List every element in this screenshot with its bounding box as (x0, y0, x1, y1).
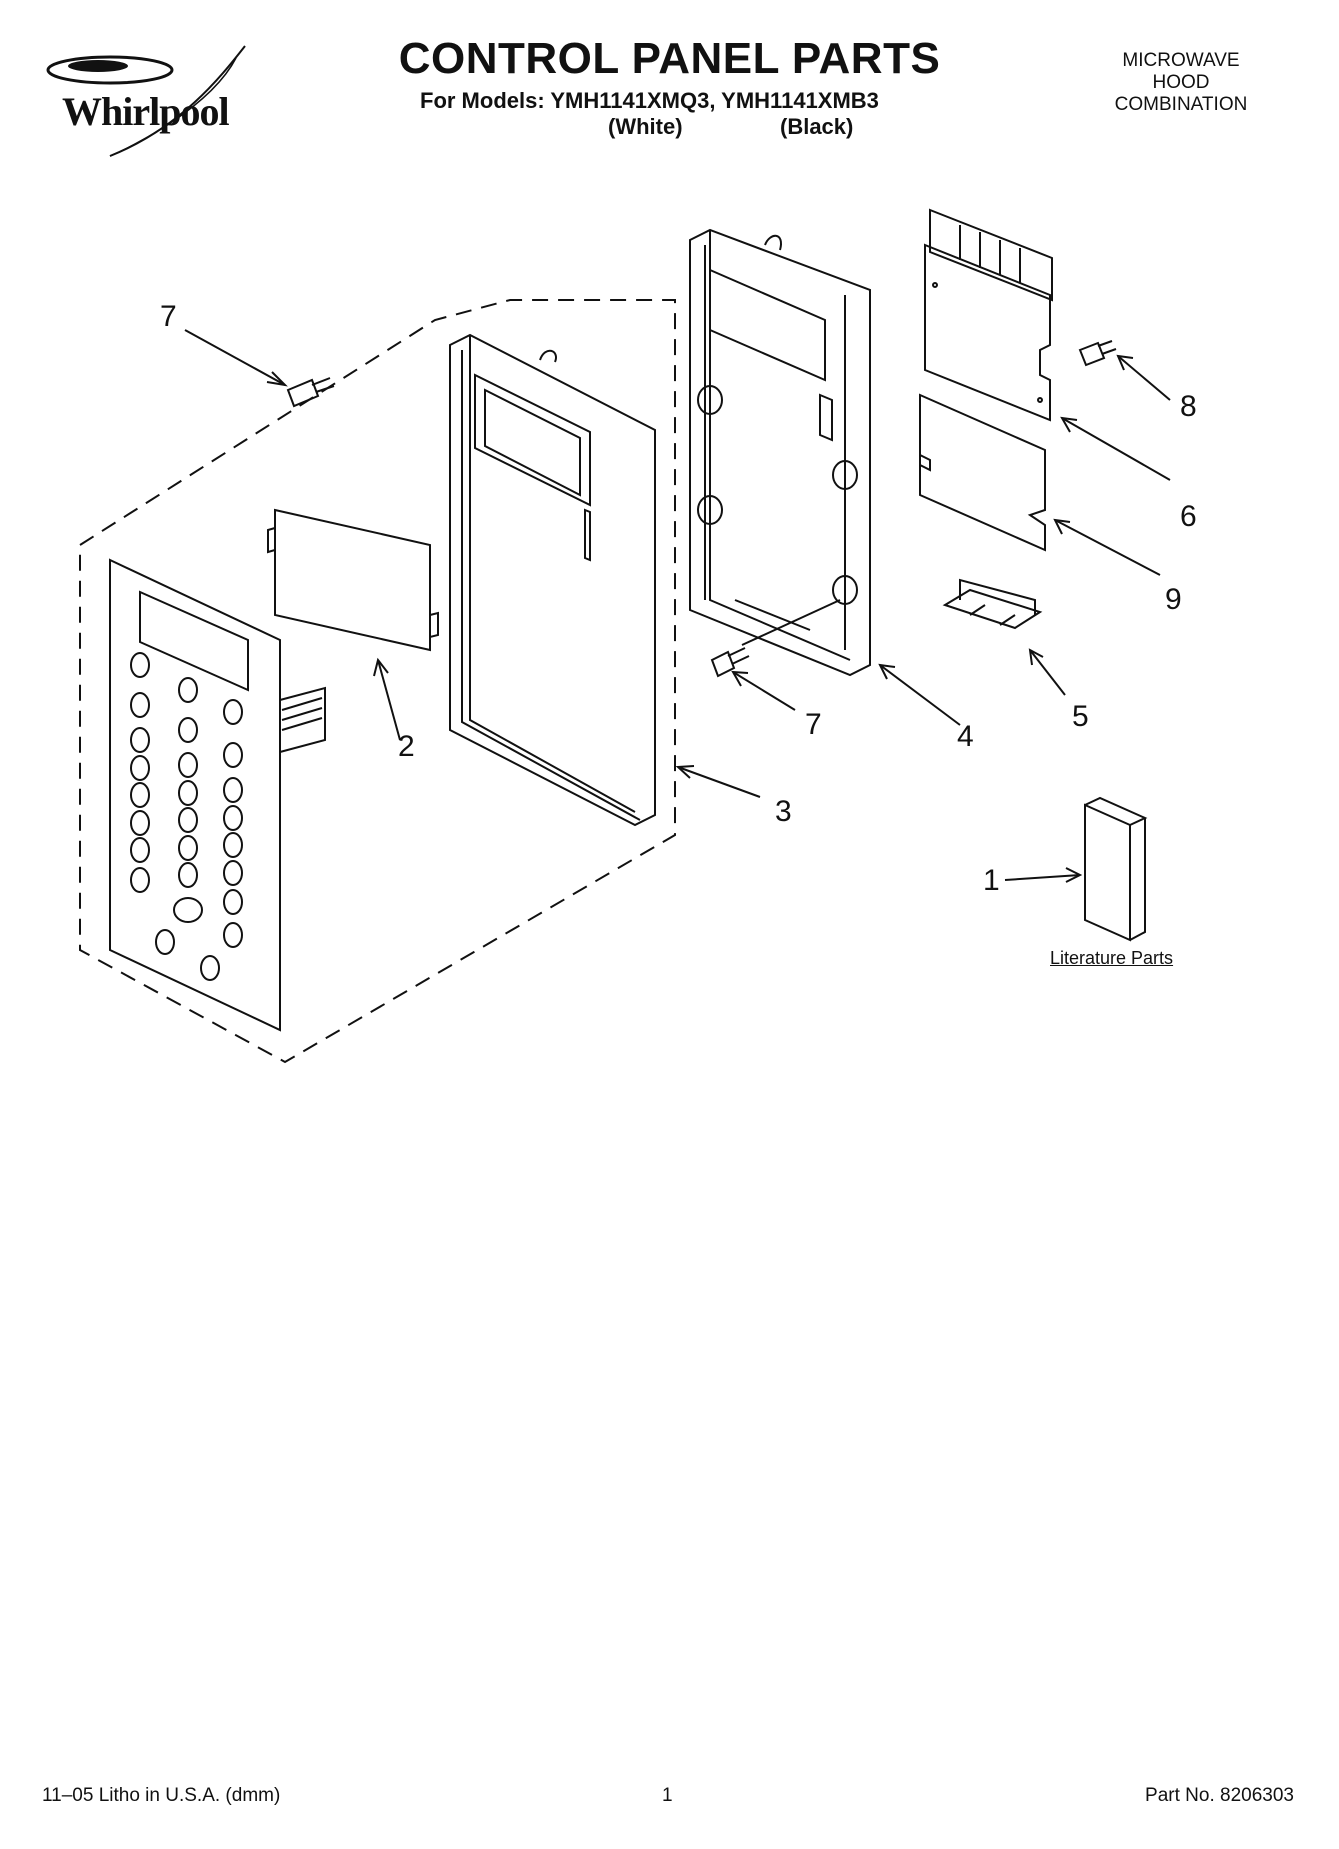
footer-litho: 11–05 Litho in U.S.A. (dmm) (42, 1785, 281, 1806)
control-housing (689, 228, 871, 677)
callout-leader (1004, 874, 1081, 881)
callout-leader (677, 766, 761, 798)
control-panel-frame (449, 333, 656, 827)
callout-3: 3 (775, 795, 792, 828)
category-line: COMBINATION (1114, 94, 1248, 115)
insulator-sheet (919, 393, 1046, 552)
callout-7-right: 7 (805, 708, 822, 741)
callout-leader (1029, 649, 1066, 696)
callout-leader (184, 329, 286, 386)
part-number: Part No. 8206303 (1145, 1785, 1294, 1806)
callout-9: 9 (1165, 583, 1182, 616)
callout-leader (377, 659, 401, 741)
page-title: CONTROL PANEL PARTS (398, 34, 941, 83)
arrowhead (878, 663, 896, 680)
screw-icon (1078, 340, 1117, 367)
callout-8: 8 (1180, 390, 1197, 423)
callout-leader (1117, 355, 1171, 401)
variant-white: (White) (608, 114, 683, 139)
arrowhead (731, 670, 749, 687)
callout-leader (732, 671, 796, 711)
callout-1: 1 (983, 864, 1000, 897)
page-title-block: CONTROL PANEL PARTS (0, 34, 1339, 84)
callout-4: 4 (957, 720, 974, 753)
arrowhead (1053, 518, 1071, 535)
arrowhead (675, 765, 695, 779)
callout-6: 6 (1180, 500, 1197, 533)
appliance-category: MICROWAVE HOOD COMBINATION (1081, 50, 1281, 116)
arrowhead (1116, 354, 1134, 371)
control-board (924, 208, 1053, 422)
callout-2: 2 (398, 730, 415, 763)
bracket (942, 578, 1043, 630)
logo-swirl-icon (46, 45, 246, 157)
assembly-outline (79, 299, 676, 1064)
callout-leader (879, 664, 961, 726)
screw-icon (286, 377, 335, 408)
callout-leader (1054, 519, 1161, 576)
literature-parts-label: Literature Parts (1050, 948, 1174, 968)
window-lens (274, 508, 431, 652)
models-line: For Models: YMH1141XMQ3, YMH1141XMB3 (420, 88, 879, 113)
screw-icon (710, 647, 750, 678)
whirlpool-logo: Whirlpool (40, 38, 280, 178)
arrowhead (373, 657, 389, 677)
brand-name: Whirlpool (62, 89, 230, 134)
arrowhead (1065, 867, 1083, 883)
arrowhead (1028, 648, 1044, 666)
category-line: HOOD (1152, 72, 1210, 93)
page-number: 1 (662, 1785, 673, 1806)
arrowhead (1060, 416, 1078, 433)
variant-black: (Black) (780, 114, 854, 139)
literature-booklet (1084, 796, 1148, 942)
callout-7-left: 7 (160, 300, 177, 333)
keypad-overlay (109, 558, 326, 1032)
arrowhead (266, 371, 288, 387)
screw-axis-line (741, 599, 841, 646)
callout-5: 5 (1072, 700, 1089, 733)
callout-leader (1061, 417, 1171, 481)
category-line: MICROWAVE (1122, 50, 1240, 71)
